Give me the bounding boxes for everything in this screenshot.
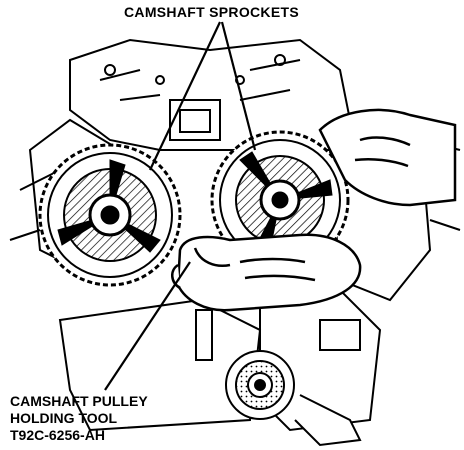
holding-tool-label: CAMSHAFT PULLEY HOLDING TOOL T92C-6256-A… (10, 393, 148, 444)
holding-tool-label-line3: T92C-6256-AH (10, 427, 105, 443)
holding-hand (171, 233, 362, 312)
right-camshaft-sprocket (210, 130, 350, 270)
leader-left-sprocket (149, 21, 221, 171)
leader-holding-tool (104, 261, 191, 391)
holding-tool-label-line2: HOLDING TOOL (10, 410, 118, 426)
tensioner-pulley (225, 350, 362, 447)
leader-right-sprocket (220, 21, 257, 151)
holding-tool-label-line1: CAMSHAFT PULLEY (10, 393, 148, 409)
camshaft-sprockets-label: CAMSHAFT SPROCKETS (124, 4, 299, 20)
left-camshaft-sprocket (38, 143, 182, 287)
leader-lines (104, 21, 257, 391)
upper-right-hand (318, 108, 457, 207)
